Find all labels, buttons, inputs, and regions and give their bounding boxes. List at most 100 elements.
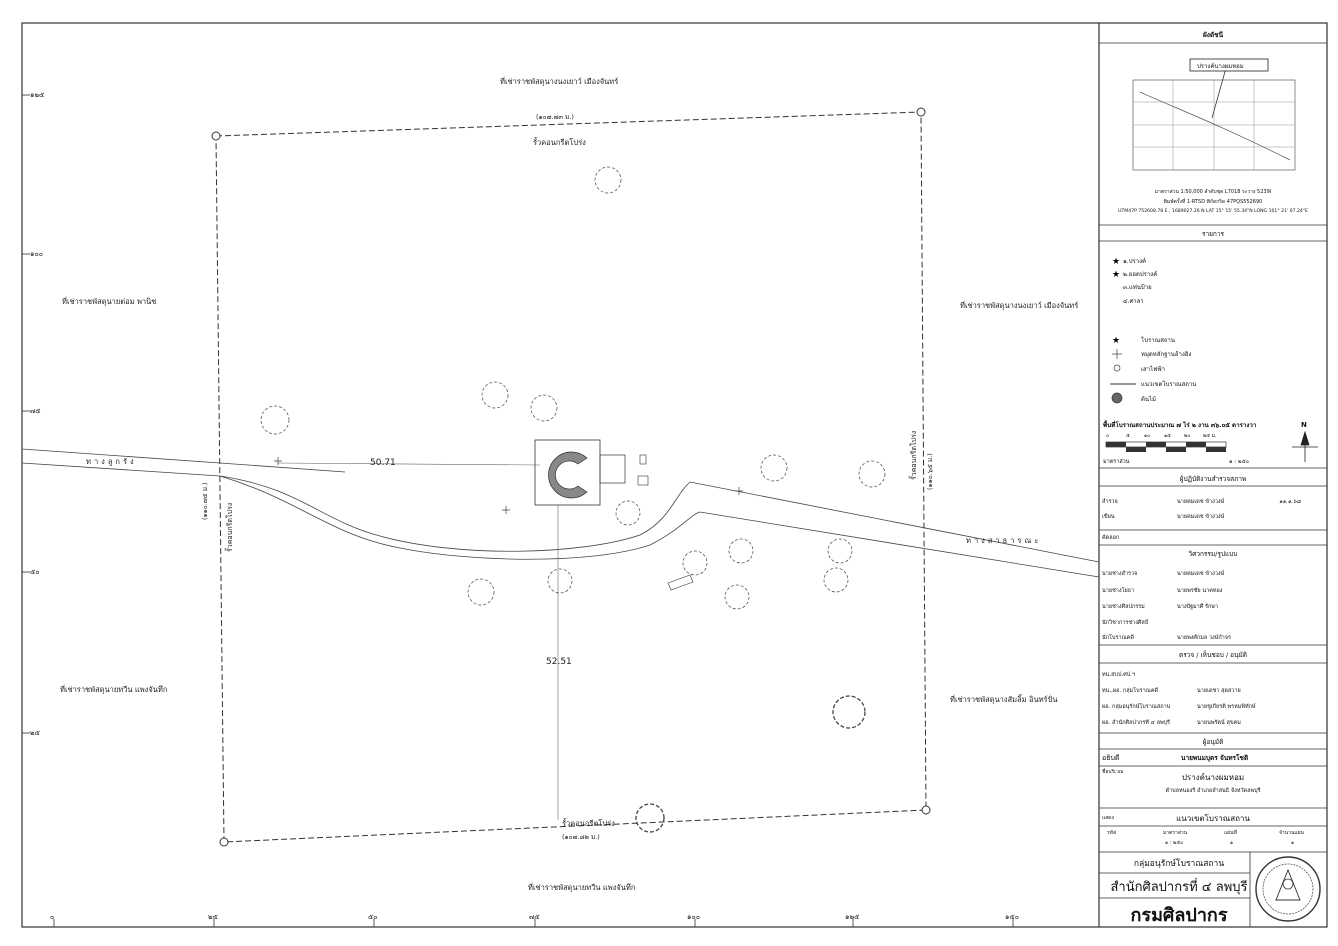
design-title: วิศวกรรม/รูปแบบ (1188, 550, 1238, 558)
trees-layer (260, 166, 886, 833)
survey-date: ๑๑.๑.๖๘ (1279, 499, 1301, 505)
division-name: กลุ่มอนุรักษ์โบราณสถาน (1133, 859, 1225, 869)
distance-line-horizontal (277, 462, 541, 466)
project-label: ชื่อบริเวณ (1102, 769, 1124, 775)
label-north-owner: ที่เช่าราชพัสดุนางนงเยาว์ เมืองจันทร์ (500, 77, 619, 86)
symbol-label: โบราณสถาน (1141, 337, 1175, 344)
road-edge-lower (219, 475, 1100, 578)
index-edition: พิมพ์ครั้งที่ 1-RTSD พิกัดกริด 47PQS5526… (1163, 199, 1263, 205)
electric-pole-icon (1113, 364, 1121, 372)
design-name: นายคมเดช ข้างวงษ์ (1177, 571, 1225, 577)
tree-icon (594, 166, 622, 194)
marker-small (639, 454, 647, 465)
x-tick: ๑๐๐ (687, 913, 700, 921)
prang-ruin (548, 451, 588, 499)
x-tick: ๐ (50, 913, 55, 921)
design-role: นายช่างศิลปกรรม (1102, 604, 1145, 610)
fence-top-length: (๑๐๗.๗๓ ม.) (536, 113, 574, 121)
tree-icon (615, 500, 641, 526)
department-seal-icon (1255, 856, 1321, 922)
design-role: นักโบราณคดี (1102, 635, 1134, 641)
y-tick: ๑๐๐ (30, 250, 43, 258)
star-icon: ★ (1112, 336, 1120, 346)
tree-icon (760, 454, 788, 482)
scale-number: ๑๐ (1144, 433, 1151, 439)
corner-marker (219, 837, 229, 847)
code-sheet: ๑ (1230, 840, 1234, 846)
tree-icon (635, 803, 665, 833)
tree-icon (467, 578, 495, 606)
north-arrow-icon (1292, 430, 1318, 462)
symbol-label: หมุดหลักฐานอ้างอิง (1141, 351, 1192, 358)
x-tick: ๗๕ (529, 913, 540, 921)
benchmark-icon (735, 487, 743, 495)
check-title: ตรวจ / เห็นชอบ / อนุมัติ (1178, 651, 1248, 659)
fence-left-label: รั้วคอนกรีตโปร่ง (226, 502, 234, 552)
north-label: N (1301, 421, 1307, 429)
project-name: ปรางค์นางผมหอม (1181, 773, 1245, 782)
sign-base (637, 475, 649, 486)
star-icon: ★ (1112, 270, 1120, 280)
scale-number: ๑๕ (1164, 433, 1171, 439)
prang-annex (599, 454, 626, 484)
check-role: ผอ. กลุ่มอนุรักษ์โบราณสถาน (1102, 704, 1171, 710)
site-boundary (215, 111, 927, 843)
area-text: พื้นที่โบราณสถานประมาณ ๗ ไร่ ๒ งาน ๓๖.๐๕… (1103, 422, 1257, 429)
tree-icon (728, 538, 754, 564)
tree-icon (823, 567, 849, 593)
axis-ticks (22, 94, 1014, 927)
x-tick: ๒๕ (208, 913, 218, 921)
scale-value: ๑ : ๒๕๐ (1229, 459, 1249, 465)
code-scale-label: มาตราส่วน (1163, 830, 1188, 836)
design-role: นักวิชาการช่างศิลป์ (1102, 620, 1149, 626)
y-tick: ๒๕ (30, 729, 40, 737)
tree-icon (724, 584, 750, 610)
code-scale: ๑ : ๒๕๐ (1165, 840, 1184, 846)
y-tick: ๕๐ (30, 568, 40, 576)
y-tick: ๑๒๕ (30, 91, 45, 99)
index-coords: UTM47P 752608.78 E , 1689027.26 N LAT 15… (1118, 209, 1308, 214)
office-name: สำนักศิลปากรที่ ๔ ลพบุรี (1110, 880, 1248, 895)
label-east-owner: ที่เช่าราชพัสดุนางนงเยาว์ เมืองจันทร์ (960, 301, 1079, 310)
index-map-grid (1133, 80, 1295, 170)
index-callout-line (1211, 67, 1227, 119)
check-role: ทน.,ผอ. กลุ่มโบราณคดี (1102, 688, 1159, 694)
survey-name: นายคมเดช ข้างวงษ์ (1177, 514, 1225, 520)
survey-name: นายคมเดช ข้างวงษ์ (1177, 499, 1225, 505)
tree-legend-icon (1111, 392, 1123, 404)
index-callout: ปรางค์นางผมหอม (1197, 63, 1244, 70)
benchmark-legend-icon (1112, 349, 1122, 359)
index-scale: มาตราส่วน 1:50,000 ลำดับชุด L7018 ระวาง … (1154, 189, 1272, 195)
scale-number: ๐ (1106, 433, 1110, 439)
legend-item: ๔.ศาลา (1123, 298, 1144, 305)
legend-title: รายการ (1201, 230, 1225, 238)
distance-horizontal: 50.71 (370, 458, 396, 468)
design-name: นายพงศ์กมล วงษ์กำจร (1177, 635, 1231, 641)
design-role: นายช่างโยธา (1102, 588, 1135, 594)
index-title: ผังดัชนี (1202, 31, 1224, 39)
tree-icon (260, 405, 290, 435)
fence-top-label: รั้วคอนกรีตโปร่ง (533, 138, 586, 147)
legend-item: ๑.ปรางค์ (1123, 258, 1147, 265)
star-icon: ★ (1112, 257, 1120, 267)
road-left-edge-upper (21, 448, 346, 473)
tree-icon (547, 568, 573, 594)
legend-item: ๓.แท่นป้าย (1123, 284, 1152, 291)
corner-marker (921, 805, 931, 815)
approve-role: อธิบดี (1102, 754, 1120, 762)
fence-left-length: (๑๑๐.๗๕ ม.) (201, 482, 209, 520)
survey-role: เขียน (1102, 514, 1115, 520)
tree-icon (481, 381, 509, 409)
corner-marker (916, 107, 926, 117)
scale-number: ๒๕ ม. (1203, 433, 1217, 439)
symbol-label: แนวเขตโบราณสถาน (1141, 381, 1197, 388)
project-location: ตำบลหนองรี อำเภอลำสนธิ จังหวัดลพบุรี (1165, 788, 1261, 794)
tree-icon (832, 695, 866, 729)
scale-number: ๕ (1126, 433, 1130, 439)
tree-icon (827, 538, 853, 564)
label-south-owner: ที่เช่าราชพัสดุนายทวีน แพงจันทึก (528, 883, 636, 892)
road-laterite-label: ทางลูกรัง (86, 457, 137, 466)
design-name: นายพรชัย นาคทอง (1177, 588, 1223, 594)
title-block: ผังดัชนี ปรางค์นางผมหอม มาตราส่วน 1:50,0… (1099, 23, 1327, 927)
